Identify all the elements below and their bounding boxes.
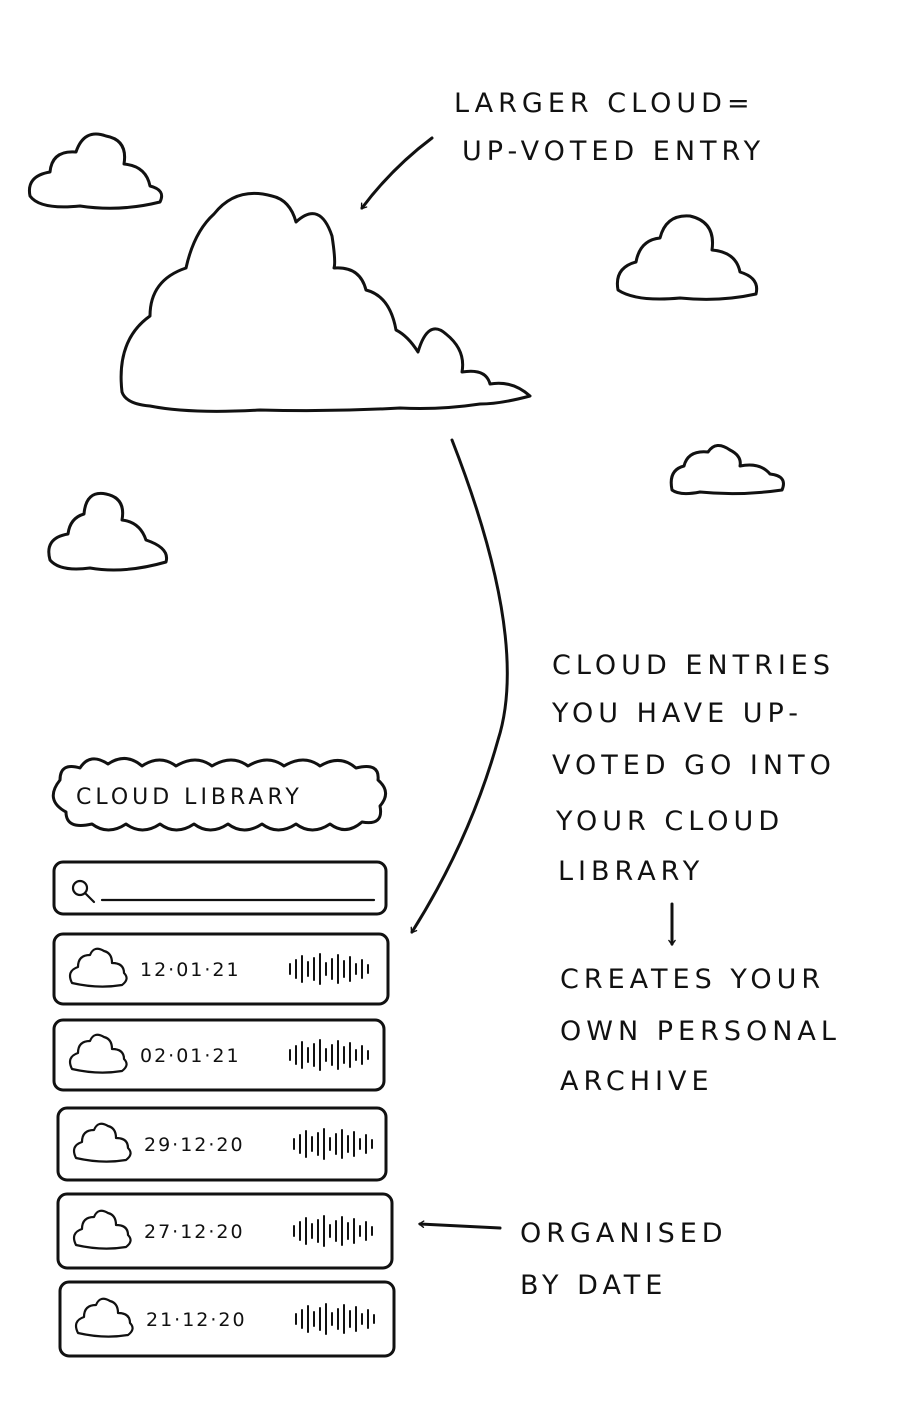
large-upvoted-cloud-icon xyxy=(119,191,532,413)
library-entry[interactable]: 27·12·20 xyxy=(56,1192,394,1270)
annotation-library-line-1: CLOUD ENTRIES xyxy=(552,650,835,681)
cloud-icon xyxy=(72,1122,132,1163)
cloud-icon xyxy=(68,947,128,988)
library-entry[interactable]: 12·01·21 xyxy=(52,932,390,1006)
cloud-icon xyxy=(74,1297,134,1338)
annotation-organised-line-2: BY DATE xyxy=(520,1270,667,1301)
arrow-to-large-cloud xyxy=(360,136,434,210)
annotation-library-line-5: LIBRARY xyxy=(558,856,704,887)
library-entry-date: 12·01·21 xyxy=(140,959,241,981)
library-entry[interactable]: 29·12·20 xyxy=(56,1106,388,1182)
annotation-library-line-4: YOUR CLOUD xyxy=(555,806,784,837)
small-cloud-mid-right-icon xyxy=(669,444,785,496)
waveform-icon xyxy=(289,953,369,985)
annotation-archive-line-2: OWN PERSONAL xyxy=(560,1016,841,1047)
small-cloud-top-left-icon xyxy=(27,132,164,210)
small-cloud-mid-left-icon xyxy=(47,491,169,572)
library-entry[interactable]: 02·01·21 xyxy=(52,1018,386,1092)
waveform-icon xyxy=(289,1039,369,1071)
annotation-larger-cloud-line-1: LARGER CLOUD= xyxy=(454,88,755,119)
annotation-organised-line-1: ORGANISED xyxy=(520,1218,728,1249)
library-entry-frame xyxy=(58,1280,396,1358)
library-entry[interactable]: 21·12·20 xyxy=(58,1280,396,1358)
library-search-bar[interactable] xyxy=(52,860,388,916)
search-icon[interactable] xyxy=(71,879,96,904)
small-cloud-top-right-icon xyxy=(615,214,759,301)
library-title: CLOUD LIBRARY xyxy=(76,785,303,810)
library-entry-frame xyxy=(56,1106,388,1182)
library-entry-frame xyxy=(52,932,390,1006)
annotation-archive-line-1: CREATES YOUR xyxy=(560,964,825,995)
library-title-badge: CLOUD LIBRARY xyxy=(51,757,387,832)
annotation-library-line-2: YOU HAVE UP- xyxy=(551,698,803,729)
arrow-organised-by-date xyxy=(417,1220,502,1230)
waveform-icon xyxy=(293,1215,373,1247)
cloud-icon xyxy=(72,1209,132,1250)
waveform-icon xyxy=(293,1128,373,1160)
library-entries: 12·01·21 02·01·21 29·12·20 27·12·20 21·12·20 xyxy=(52,932,396,1358)
annotation-larger-cloud-line-2: UP-VOTED ENTRY xyxy=(462,136,765,167)
annotation-archive-line-3: ARCHIVE xyxy=(560,1066,714,1097)
annotation-library-line-3: VOTED GO INTO xyxy=(552,750,836,781)
library-entry-date: 27·12·20 xyxy=(144,1221,245,1243)
library-entry-date: 02·01·21 xyxy=(140,1045,241,1067)
arrow-cloud-to-library xyxy=(410,438,509,934)
waveform-icon xyxy=(295,1303,375,1335)
library-entry-frame xyxy=(52,1018,386,1092)
library-entry-date: 29·12·20 xyxy=(144,1134,245,1156)
library-entry-date: 21·12·20 xyxy=(146,1309,247,1331)
library-entry-frame xyxy=(56,1192,394,1270)
cloud-icon xyxy=(68,1033,128,1074)
